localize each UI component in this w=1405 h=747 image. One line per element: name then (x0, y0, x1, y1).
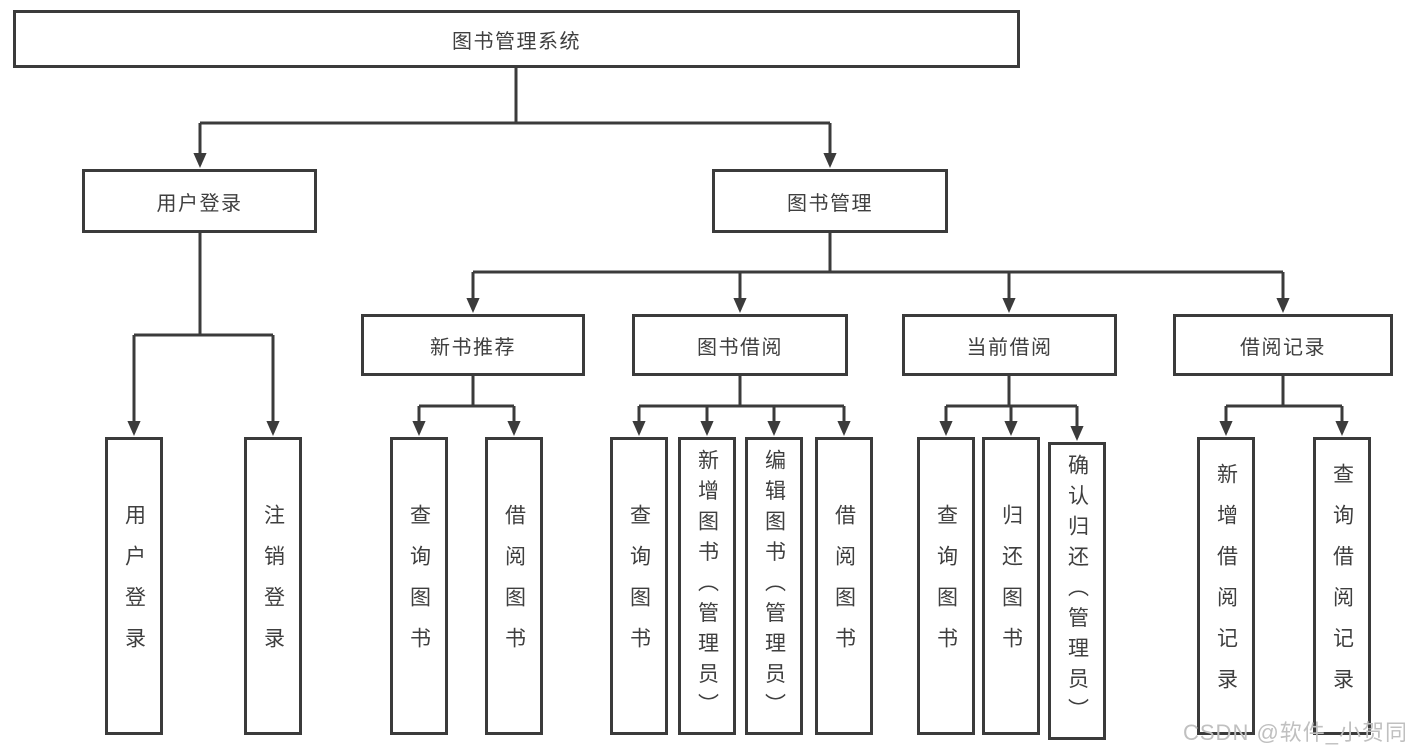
leaf-query-books-borrow-label: 查询图书 (627, 504, 651, 668)
node-book-borrow-label: 图书借阅 (697, 336, 783, 359)
connector-root (200, 68, 830, 125)
leaf-add-borrow-record-label: 新增借阅记录 (1214, 463, 1238, 709)
node-new-book-recommend-label: 新书推荐 (430, 336, 516, 359)
leaf-borrow-books-recommend: 借阅图书 (485, 437, 543, 735)
leaf-logout: 注销登录 (244, 437, 302, 735)
connector-book-borrow (639, 376, 844, 408)
leaf-query-books-current: 查询图书 (917, 437, 975, 735)
connector-borrow-records (1226, 376, 1342, 408)
node-book-mgmt: 图书管理 (712, 169, 948, 233)
leaf-logout-label: 注销登录 (261, 504, 285, 668)
csdn-watermark: CSDN @软件_小贺同学 (1183, 720, 1405, 745)
leaf-borrow-books-recommend-label: 借阅图书 (502, 504, 526, 668)
leaf-edit-book-admin: 编辑图书（管理员） (745, 437, 803, 735)
leaf-confirm-return-admin-label: 确认归还（管理员） (1065, 453, 1089, 729)
leaf-query-books-borrow: 查询图书 (610, 437, 668, 735)
leaf-confirm-return-admin: 确认归还（管理员） (1048, 442, 1106, 740)
node-current-borrow-label: 当前借阅 (966, 336, 1053, 359)
node-book-borrow: 图书借阅 (632, 314, 848, 376)
node-user-login: 用户登录 (82, 169, 317, 233)
node-book-mgmt-label: 图书管理 (787, 192, 873, 215)
node-user-login-label: 用户登录 (156, 192, 243, 215)
connector-current-borrow (946, 376, 1077, 408)
leaf-borrow-books-label: 借阅图书 (832, 504, 856, 668)
node-borrow-records-label: 借阅记录 (1240, 336, 1326, 359)
leaf-user-login: 用户登录 (105, 437, 163, 735)
leaf-add-book-admin-label: 新增图书（管理员） (695, 448, 719, 724)
node-root: 图书管理系统 (13, 10, 1020, 68)
connector-user-login (134, 233, 273, 337)
leaf-return-book-label: 归还图书 (999, 504, 1023, 668)
leaf-query-books-recommend-label: 查询图书 (407, 504, 431, 668)
leaf-return-book: 归还图书 (982, 437, 1040, 735)
leaf-add-book-admin: 新增图书（管理员） (678, 437, 736, 735)
leaf-borrow-books: 借阅图书 (815, 437, 873, 735)
node-borrow-records: 借阅记录 (1173, 314, 1393, 376)
leaf-edit-book-admin-label: 编辑图书（管理员） (762, 448, 786, 724)
leaf-query-books-recommend: 查询图书 (390, 437, 448, 735)
node-current-borrow: 当前借阅 (902, 314, 1117, 376)
leaf-query-borrow-record: 查询借阅记录 (1313, 437, 1371, 735)
leaf-query-borrow-record-label: 查询借阅记录 (1330, 463, 1354, 709)
leaf-query-books-current-label: 查询图书 (934, 504, 958, 668)
connector-new-book (419, 376, 514, 408)
leaf-user-login-label: 用户登录 (122, 504, 146, 668)
node-new-book-recommend: 新书推荐 (361, 314, 585, 376)
connector-book-mgmt (473, 233, 1283, 274)
node-root-label: 图书管理系统 (452, 30, 581, 53)
leaf-add-borrow-record: 新增借阅记录 (1197, 437, 1255, 735)
